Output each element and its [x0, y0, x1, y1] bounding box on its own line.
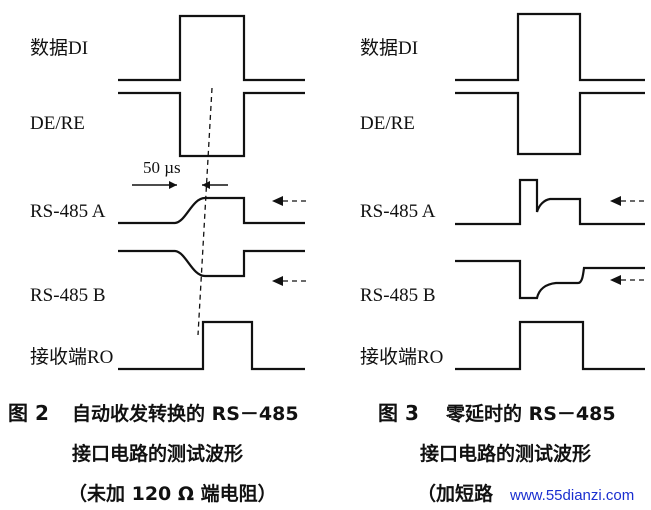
fig2-caption-line3: （未加 120 Ω 端电阻）: [68, 482, 277, 505]
fig2-de-re-waveform: [118, 91, 305, 158]
fig2-rs485-a-arrow: [272, 196, 306, 206]
fig3-rs485-b-arrow: [610, 275, 644, 285]
fig2-label-rs485-b: RS-485 B: [30, 285, 106, 306]
fig3-caption-number: 图 3: [378, 401, 419, 425]
fig2-caption-line1: 自动收发转换的 RS－485: [72, 402, 299, 425]
fig3-caption-line3: （加短路: [417, 482, 494, 505]
fig2-rs485-b-waveform: [118, 249, 305, 278]
figure-3: 数据DI DE/RE RS-485 A RS-485 B 接收端RO 图 3 零…: [360, 12, 645, 505]
fig3-ro-waveform: [455, 320, 645, 371]
fig2-label-rs485-a: RS-485 A: [30, 201, 106, 222]
fig3-caption-line2: 接口电路的测试波形: [420, 442, 591, 465]
fig2-timing-dashed-line: [197, 87, 213, 336]
fig2-delay-label: 50 µs: [143, 158, 181, 177]
fig2-rs485-a-waveform: [118, 196, 305, 225]
watermark-text: www.55dianzi.com: [509, 487, 634, 504]
fig2-ro-waveform: [118, 320, 305, 371]
fig2-label-ro: 接收端RO: [30, 346, 113, 368]
fig2-rs485-b-arrow: [272, 276, 306, 286]
fig3-label-ro: 接收端RO: [360, 346, 443, 368]
fig2-caption-line2: 接口电路的测试波形: [72, 442, 243, 465]
figure-2: 数据DI DE/RE RS-485 A RS-485 B 接收端RO 50 µs: [8, 14, 306, 505]
fig3-label-rs485-b: RS-485 B: [360, 285, 436, 306]
fig3-label-rs485-a: RS-485 A: [360, 201, 436, 222]
fig3-label-de-re: DE/RE: [360, 113, 415, 134]
fig2-di-waveform: [118, 14, 305, 82]
fig2-delay-arrows: [132, 181, 228, 189]
fig2-label-di: 数据DI: [30, 37, 88, 59]
fig3-rs485-b-waveform: [455, 259, 645, 300]
fig3-rs485-a-arrow: [610, 196, 644, 206]
fig3-di-waveform: [455, 12, 645, 82]
fig3-rs485-a-waveform: [455, 178, 645, 226]
fig3-label-di: 数据DI: [360, 37, 418, 59]
fig2-caption-number: 图 2: [8, 401, 49, 425]
fig2-label-de-re: DE/RE: [30, 113, 85, 134]
fig3-de-re-waveform: [455, 91, 645, 156]
fig3-caption-line1: 零延时的 RS－485: [445, 402, 616, 425]
